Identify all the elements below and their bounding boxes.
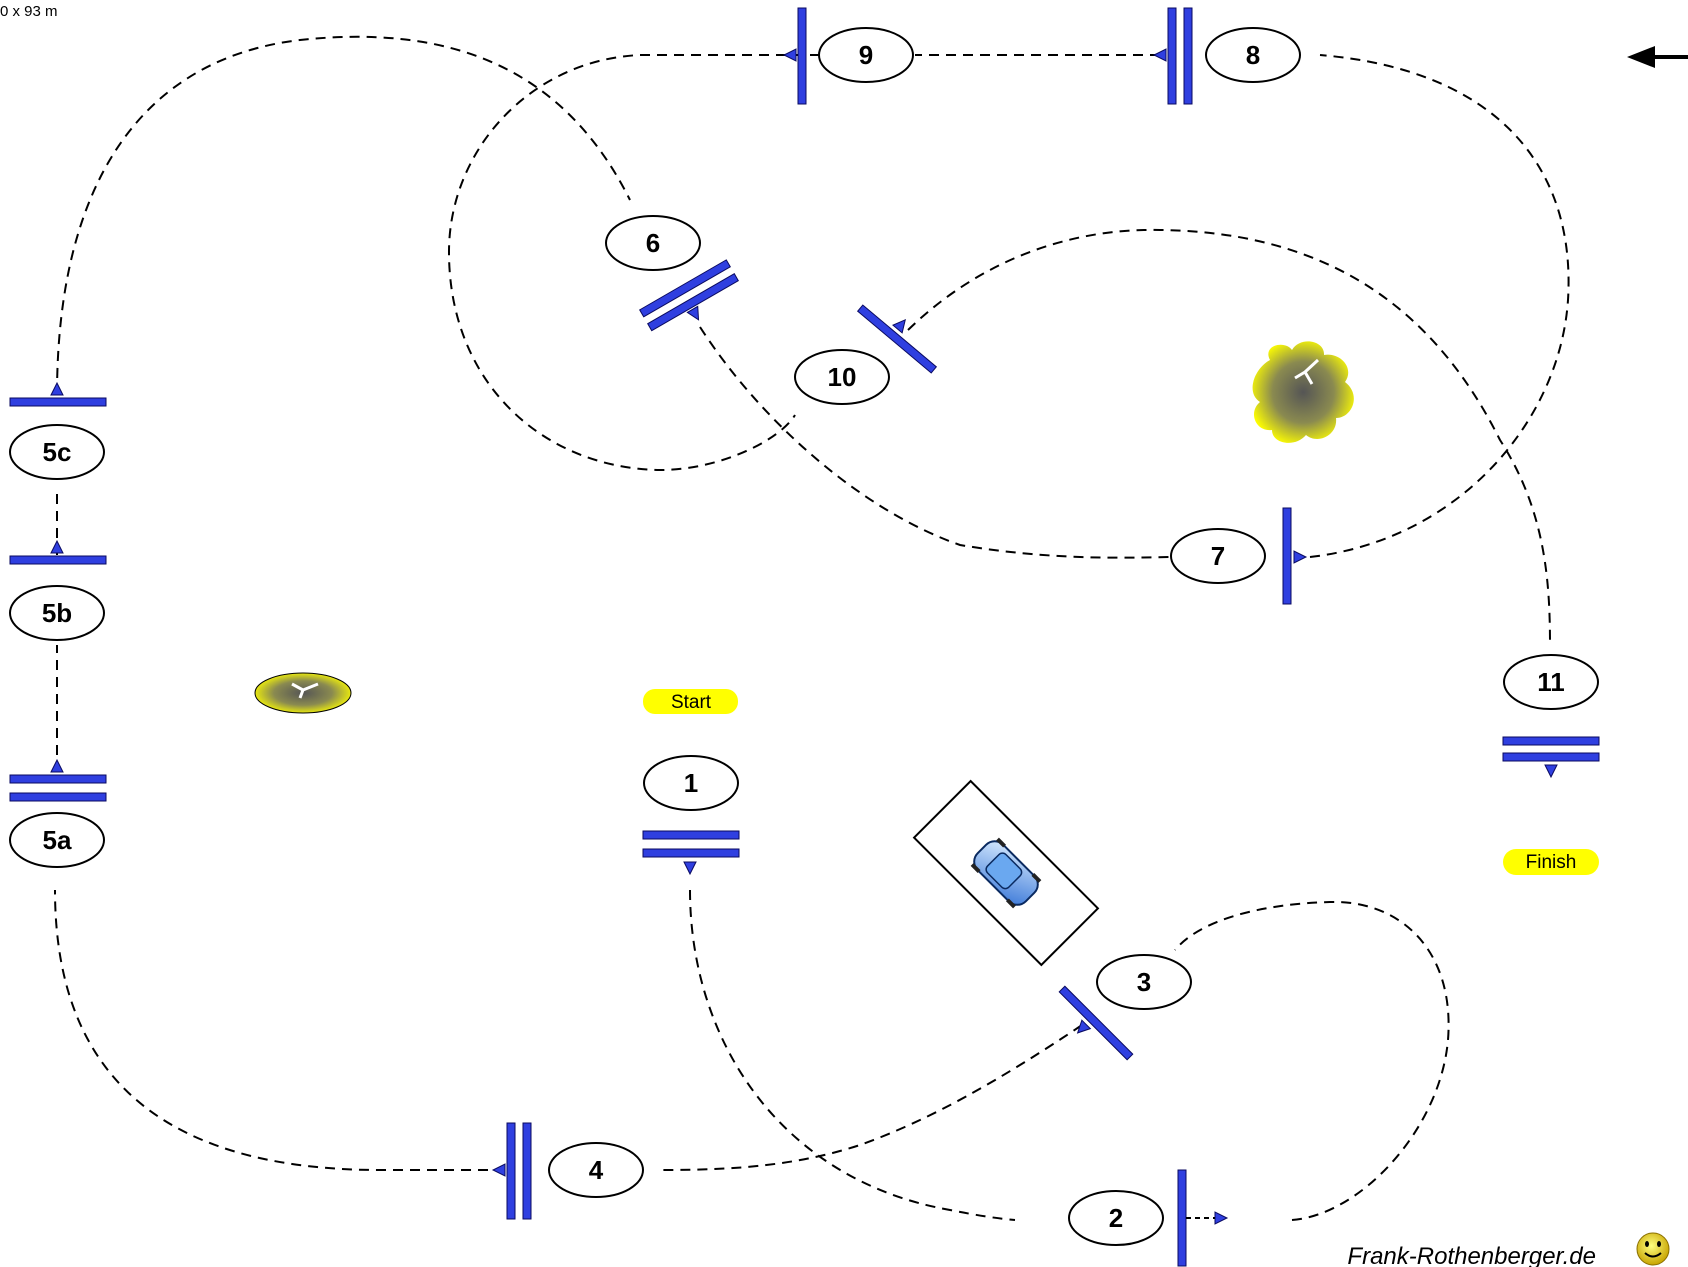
gate-label-10: 10 xyxy=(794,349,890,405)
gate-label-1: 1 xyxy=(643,755,739,811)
bush-icon xyxy=(1252,341,1354,443)
gate-label-10-text: 10 xyxy=(828,362,857,392)
bush-icon xyxy=(254,672,352,714)
arrow-left-icon xyxy=(1627,46,1688,68)
gate-8-barrier xyxy=(1152,7,1193,105)
gate-label-7: 7 xyxy=(1170,528,1266,584)
gate-3-barrier xyxy=(1058,985,1134,1061)
gate-label-8: 8 xyxy=(1205,27,1301,83)
gate-label-7-text: 7 xyxy=(1211,541,1225,571)
smiley-face-icon xyxy=(1636,1232,1670,1266)
course-dimensions: 0 x 93 m xyxy=(0,3,58,20)
gate-label-5c-text: 5c xyxy=(43,437,72,467)
finish-marker: Finish xyxy=(1503,849,1599,875)
gate-2-barrier xyxy=(1177,1169,1229,1267)
car-parking-box xyxy=(912,779,1100,967)
gate-11-barrier xyxy=(1502,736,1600,779)
gate-label-4-text: 4 xyxy=(589,1155,604,1185)
gate-label-8-text: 8 xyxy=(1246,40,1260,70)
finish-label: Finish xyxy=(1526,852,1577,873)
gate-5a-barrier xyxy=(9,758,107,802)
gate-5c-barrier xyxy=(9,381,107,407)
gate-label-5c: 5c xyxy=(9,424,105,480)
gate-7-barrier xyxy=(1282,507,1308,605)
gate-1-barrier xyxy=(642,830,740,876)
gate-5b-barrier xyxy=(9,539,107,565)
gate-label-9-text: 9 xyxy=(859,40,873,70)
gate-label-3-text: 3 xyxy=(1137,967,1151,997)
start-marker: Start xyxy=(643,689,738,714)
gate-label-1-text: 1 xyxy=(684,768,698,798)
gate-label-11: 11 xyxy=(1503,654,1599,710)
gate-label-5b-text: 5b xyxy=(42,598,72,628)
site-credit: Frank-Rothenberger.de xyxy=(1347,1243,1596,1267)
start-label: Start xyxy=(671,692,712,713)
gate-label-5a: 5a xyxy=(9,812,105,868)
gate-label-11-text: 11 xyxy=(1537,667,1565,697)
gate-label-4: 4 xyxy=(548,1142,644,1198)
gate-label-3: 3 xyxy=(1096,954,1192,1010)
gate-label-5b: 5b xyxy=(9,585,105,641)
car-icon xyxy=(970,837,1042,909)
gate-label-6: 6 xyxy=(605,215,701,271)
gate-6-barrier xyxy=(639,259,739,332)
gate-label-5a-text: 5a xyxy=(43,825,72,855)
course-path xyxy=(54,35,1570,1221)
gate-9-barrier xyxy=(782,7,807,105)
gate-label-2: 2 xyxy=(1068,1190,1164,1246)
gate-label-9: 9 xyxy=(818,27,914,83)
gate-label-6-text: 6 xyxy=(646,228,660,258)
gate-4-barrier xyxy=(491,1122,532,1220)
gate-label-2-text: 2 xyxy=(1109,1203,1123,1233)
gate-10-barrier xyxy=(856,304,938,374)
